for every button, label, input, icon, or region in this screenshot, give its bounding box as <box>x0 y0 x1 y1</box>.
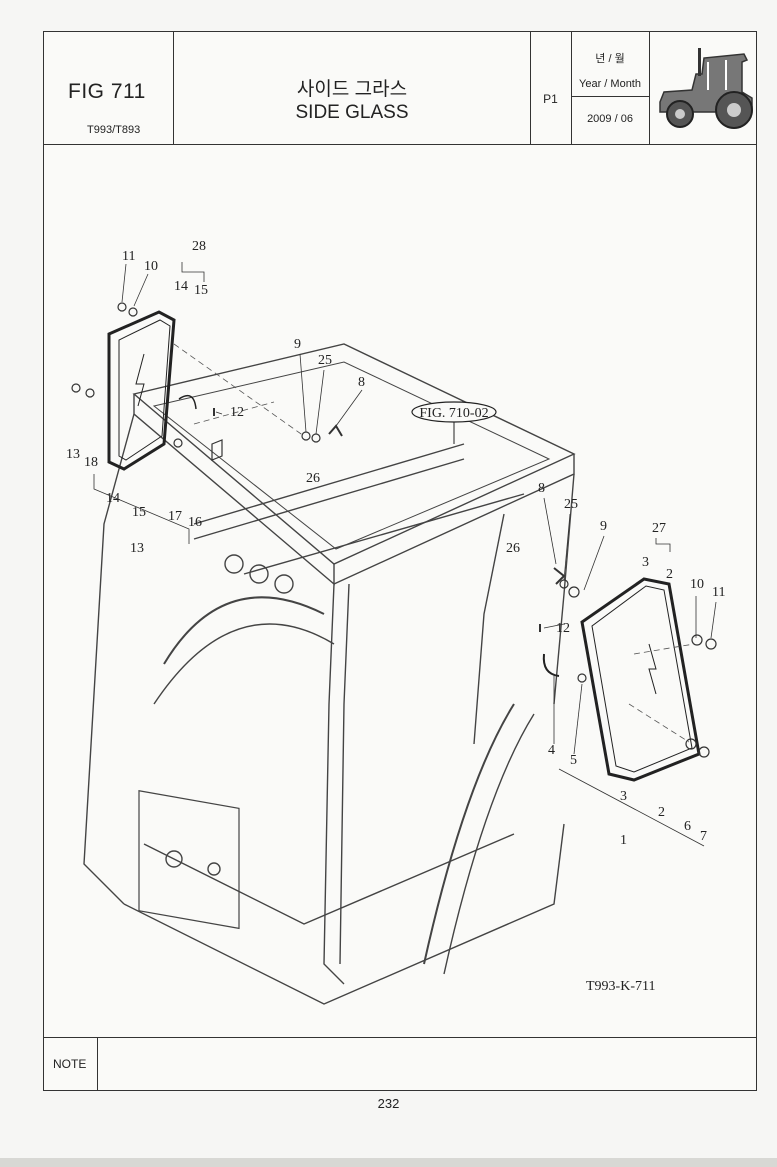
washer <box>85 388 95 398</box>
exploded-view-drawing: FIG. 710-02 28 11 10 14 15 13 18 12 14 1… <box>66 239 725 1005</box>
figure-number: FIG 711 <box>68 80 146 103</box>
fender <box>423 703 515 965</box>
callout: 18 <box>84 455 98 470</box>
callout: 7 <box>700 829 707 844</box>
figure-reference-label: FIG. 710-02 <box>419 406 488 421</box>
fender <box>163 596 325 665</box>
title-block: FIG 711 T993/T893 사이드 그라스 SIDE GLASS P1 … <box>44 32 756 145</box>
callout: 11 <box>712 585 725 600</box>
washer <box>128 307 138 317</box>
year-month-label: Year / Month <box>579 78 641 90</box>
roof-frame <box>132 343 576 565</box>
callout: 26 <box>506 541 520 556</box>
title-korean: 사이드 그라스 <box>296 79 408 100</box>
divider <box>97 1038 98 1090</box>
callout: 15 <box>132 505 146 520</box>
handle <box>211 439 223 461</box>
note-box: NOTE <box>44 1037 756 1090</box>
page-number: 232 <box>377 1096 400 1111</box>
callout: 27 <box>652 521 666 536</box>
tractor-icon <box>659 48 753 129</box>
right-side-glass <box>542 577 701 782</box>
callout: 12 <box>230 405 244 420</box>
washer <box>117 302 127 312</box>
callout: 26 <box>306 471 320 486</box>
cab-post <box>83 413 135 905</box>
drawing-code: T993-K-711 <box>586 979 655 994</box>
callout: 4 <box>548 743 555 758</box>
callout: 8 <box>358 375 365 390</box>
parts-sheet: FIG 711 T993/T893 사이드 그라스 SIDE GLASS P1 … <box>43 31 757 1091</box>
figure-reference-tag: FIG. 710-02 <box>411 401 497 444</box>
callout: 9 <box>600 519 607 534</box>
callout: 8 <box>538 481 545 496</box>
divider <box>649 32 650 144</box>
callout: 2 <box>658 805 665 820</box>
callout: 1 <box>620 833 627 848</box>
divider <box>571 32 572 144</box>
callout: 25 <box>318 353 332 368</box>
model-code: T993/T893 <box>87 124 141 136</box>
year-month-value: 2009 / 06 <box>587 113 633 125</box>
callout: 17 <box>168 509 182 524</box>
divider <box>173 32 174 144</box>
callout: 3 <box>620 789 627 804</box>
callout: 15 <box>194 283 208 298</box>
handle <box>542 653 560 677</box>
callout: 10 <box>144 259 158 274</box>
callout: 6 <box>684 819 691 834</box>
title-english: SIDE GLASS <box>295 102 409 123</box>
page-code: P1 <box>543 92 558 106</box>
note-label: NOTE <box>53 1057 87 1071</box>
left-side-glass <box>107 310 197 471</box>
callout: 12 <box>556 621 570 636</box>
washer <box>71 383 81 393</box>
callout: 10 <box>690 577 704 592</box>
year-month-label-korean: 년 / 월 <box>595 53 625 65</box>
callout: 13 <box>66 447 80 462</box>
washer <box>173 438 183 448</box>
scan-edge <box>0 1158 777 1167</box>
callout: 11 <box>122 249 135 264</box>
callout: 2 <box>666 567 673 582</box>
callout: 25 <box>564 497 578 512</box>
callout: 28 <box>192 239 206 254</box>
callout: 16 <box>188 515 202 530</box>
callout: 14 <box>106 491 120 506</box>
cab-post <box>323 583 345 985</box>
callout: 3 <box>642 555 649 570</box>
callout: 9 <box>294 337 301 352</box>
divider <box>530 32 531 144</box>
divider <box>572 96 649 97</box>
callout: 5 <box>570 753 577 768</box>
callout: 14 <box>174 279 188 294</box>
bracket <box>328 424 343 437</box>
callout: 13 <box>130 541 144 556</box>
